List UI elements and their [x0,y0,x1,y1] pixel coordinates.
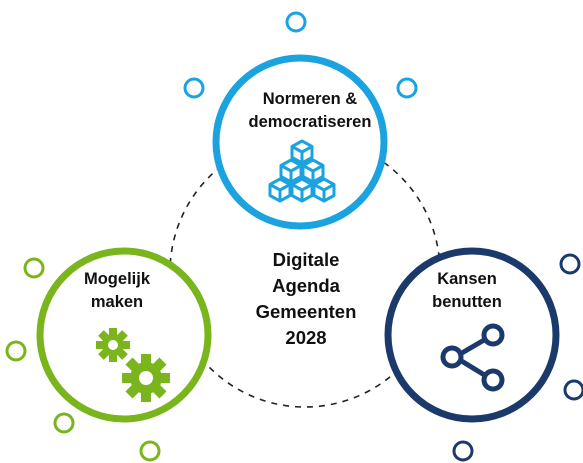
center-title-line: 2028 [285,327,327,348]
top-node-label: Normeren & democratiseren [220,88,400,134]
top-node-label-line: Normeren & [262,90,358,108]
right-node-label-line: Kansen [437,270,497,288]
deco-ring-green [23,257,45,279]
top-node-label-line: democratiseren [248,113,372,131]
right-node-label-line: benutten [432,293,502,311]
deco-ring-green [5,340,27,362]
left-node-label: Mogelijk maken [62,268,172,314]
cubes-icon [268,139,336,203]
deco-ring-navy [563,379,583,401]
decorative-rings [5,11,583,462]
center-title-line: Digitale [272,249,340,270]
left-node-label-line: maken [90,293,144,311]
left-node-label-line: Mogelijk [83,270,150,288]
center-title-line: Gemeenten [255,301,357,322]
deco-ring-navy [559,253,581,275]
deco-ring-blue [285,11,307,33]
right-node-ring [384,247,560,423]
center-title: Digitale Agenda Gemeenten 2028 [236,247,376,351]
deco-ring-green [53,412,75,434]
center-title-line: Agenda [272,275,340,296]
deco-ring-blue [183,77,205,99]
deco-ring-navy [452,440,474,462]
share-icon [440,323,505,392]
deco-ring-green [139,440,161,462]
deco-ring-blue [396,77,418,99]
right-node-label: Kansen benutten [412,268,522,314]
